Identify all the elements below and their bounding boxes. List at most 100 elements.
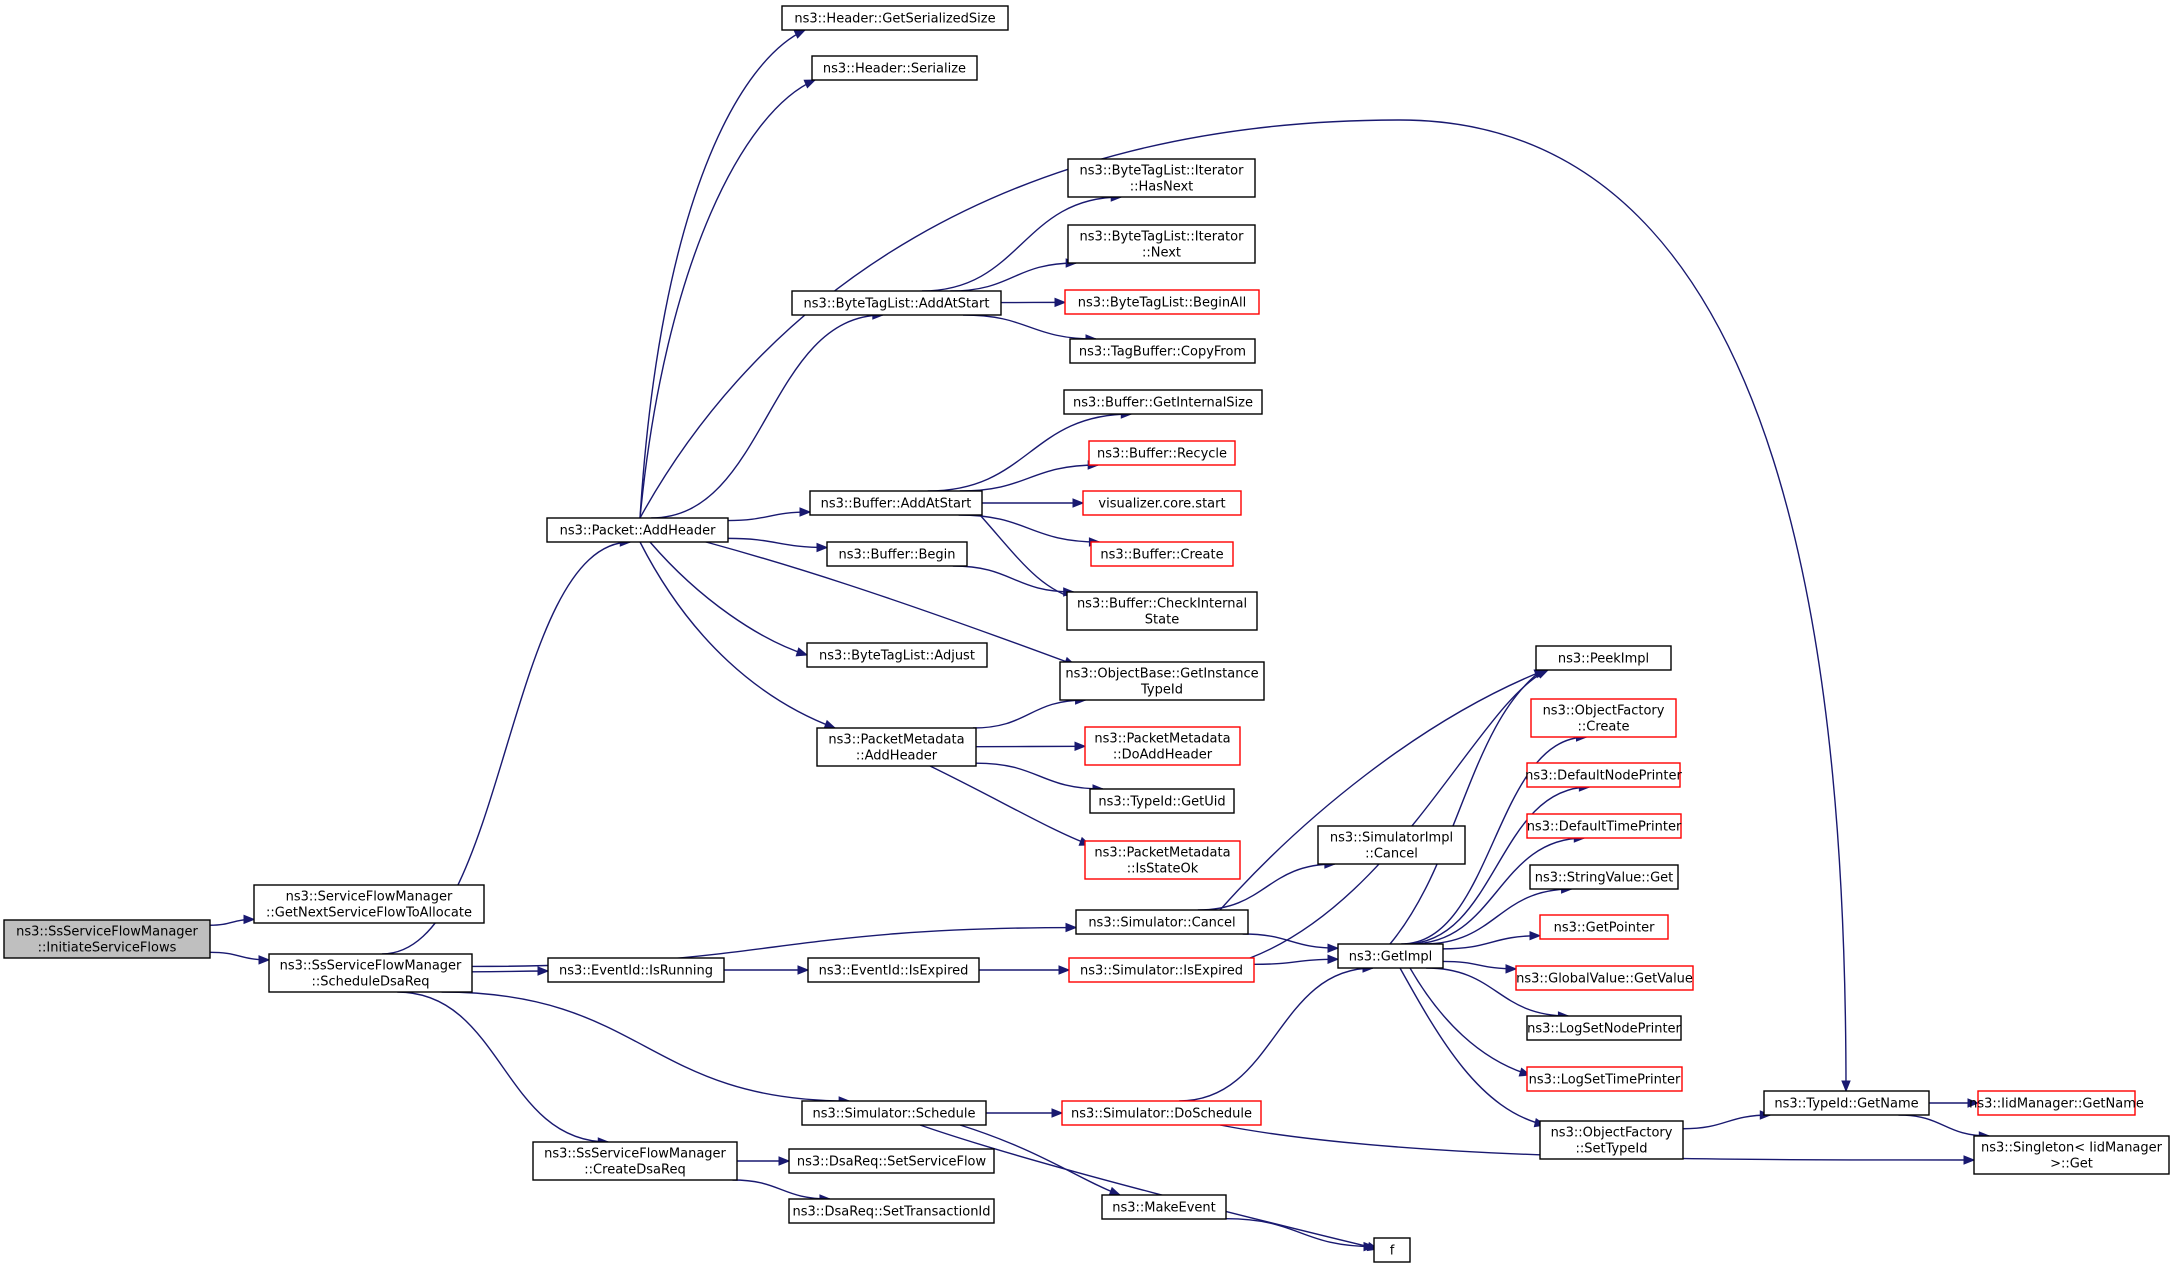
graph-node-n28[interactable]: ns3::SimulatorImpl::Cancel bbox=[1317, 825, 1466, 865]
edge-n47-n48 bbox=[737, 1156, 791, 1166]
graph-node-n12[interactable]: ns3::Buffer::GetInternalSize bbox=[1063, 389, 1263, 415]
graph-node-n1[interactable]: ns3::ServiceFlowManager::GetNextServiceF… bbox=[253, 884, 485, 924]
edge-n3-n11 bbox=[727, 507, 812, 522]
graph-node-n32[interactable]: ns3::DefaultNodePrinter bbox=[1525, 762, 1683, 788]
node-box bbox=[546, 517, 729, 543]
node-label: ns3::ByteTagList::Iterator bbox=[1080, 164, 1245, 179]
node-box bbox=[1526, 813, 1682, 839]
graph-node-n49[interactable]: ns3::DsaReq::SetTransactionId bbox=[788, 1198, 995, 1224]
node-box bbox=[1069, 338, 1256, 364]
node-box bbox=[1973, 1135, 2170, 1175]
node-label: ns3::GetImpl bbox=[1349, 950, 1433, 965]
edge-n20-n22 bbox=[975, 762, 1105, 794]
node-label: ns3::EventId::IsExpired bbox=[819, 964, 969, 979]
edge-line bbox=[639, 29, 806, 519]
node-box bbox=[1515, 965, 1694, 991]
edge-n0-n1 bbox=[209, 914, 256, 926]
arrow-head bbox=[816, 542, 829, 553]
graph-node-n38[interactable]: ns3::LogSetTimePrinter bbox=[1526, 1066, 1683, 1092]
graph-node-n7[interactable]: ns3::ByteTagList::Iterator::HasNext bbox=[1067, 158, 1256, 198]
graph-node-n15[interactable]: ns3::Buffer::Create bbox=[1090, 541, 1234, 567]
graph-node-n6[interactable]: ns3::ByteTagList::AddAtStart bbox=[791, 290, 1002, 316]
graph-node-n25[interactable]: ns3::IidManager::GetName bbox=[1969, 1090, 2144, 1116]
graph-node-n42[interactable]: ns3::Simulator::IsExpired bbox=[1068, 957, 1255, 983]
graph-node-n41[interactable]: ns3::EventId::IsExpired bbox=[807, 957, 980, 983]
edge-n43-n46 bbox=[919, 1124, 1380, 1252]
graph-node-n43[interactable]: ns3::Simulator::Schedule bbox=[801, 1100, 987, 1126]
graph-node-n9[interactable]: ns3::ByteTagList::BeginAll bbox=[1064, 289, 1260, 315]
node-label: ns3::Header::GetSerializedSize bbox=[794, 12, 995, 27]
graph-node-n13[interactable]: ns3::Buffer::Recycle bbox=[1088, 440, 1236, 466]
edge-line bbox=[1410, 837, 1585, 945]
node-box bbox=[1090, 541, 1234, 567]
graph-node-n48[interactable]: ns3::DsaReq::SetServiceFlow bbox=[788, 1148, 995, 1174]
graph-node-n34[interactable]: ns3::StringValue::Get bbox=[1529, 864, 1679, 890]
node-label: ns3::ByteTagList::BeginAll bbox=[1078, 296, 1246, 311]
graph-node-n27[interactable]: ns3::Simulator::Cancel bbox=[1075, 909, 1249, 935]
graph-node-n17[interactable]: ns3::Buffer::Begin bbox=[826, 541, 968, 567]
node-box bbox=[253, 884, 485, 924]
node-box bbox=[1061, 1100, 1262, 1126]
edge-line bbox=[659, 529, 1076, 666]
graph-node-n37[interactable]: ns3::LogSetNodePrinter bbox=[1526, 1015, 1682, 1041]
graph-node-n20[interactable]: ns3::PacketMetadata::AddHeader bbox=[816, 727, 977, 767]
graph-node-n29[interactable]: ns3::GetImpl bbox=[1337, 943, 1444, 969]
node-box bbox=[1075, 909, 1249, 935]
graph-node-n46[interactable]: f bbox=[1373, 1237, 1411, 1263]
graph-node-n18[interactable]: ns3::ByteTagList::Adjust bbox=[806, 642, 988, 668]
graph-node-n24[interactable]: ns3::TypeId::GetName bbox=[1763, 1090, 1930, 1116]
node-label: ns3::Buffer::Begin bbox=[838, 548, 955, 563]
node-label: ns3::Buffer::CheckInternal bbox=[1077, 597, 1247, 612]
graph-node-n26[interactable]: ns3::Singleton< IidManager>::Get bbox=[1973, 1135, 2170, 1175]
edge-line bbox=[727, 537, 828, 549]
edge-n39-n24 bbox=[1682, 1110, 1772, 1130]
edge-line bbox=[952, 565, 1074, 593]
graph-node-n35[interactable]: ns3::GetPointer bbox=[1539, 914, 1669, 940]
node-label: ns3::SsServiceFlowManager bbox=[16, 925, 198, 940]
edge-n6-n9 bbox=[1000, 297, 1067, 308]
graph-node-n47[interactable]: ns3::SsServiceFlowManager::CreateDsaReq bbox=[532, 1141, 738, 1181]
graph-node-n39[interactable]: ns3::ObjectFactory::SetTypeId bbox=[1539, 1120, 1684, 1160]
graph-node-n40[interactable]: ns3::EventId::IsRunning bbox=[547, 957, 725, 983]
node-label: ns3::SimulatorImpl bbox=[1330, 831, 1453, 846]
graph-node-n23[interactable]: ns3::PacketMetadata::IsStateOk bbox=[1084, 840, 1241, 880]
graph-node-n4[interactable]: ns3::Header::GetSerializedSize bbox=[781, 5, 1009, 31]
graph-node-n33[interactable]: ns3::DefaultTimePrinter bbox=[1526, 813, 1682, 839]
arrow-head bbox=[1505, 964, 1518, 974]
node-label: ns3::DsaReq::SetTransactionId bbox=[792, 1205, 990, 1220]
graph-node-n22[interactable]: ns3::TypeId::GetUid bbox=[1089, 788, 1235, 814]
edge-n29-n38 bbox=[1409, 967, 1532, 1077]
node-box bbox=[1084, 726, 1241, 766]
edge-line bbox=[929, 765, 1091, 846]
edge-line bbox=[649, 541, 808, 656]
node-label: ns3::Packet::AddHeader bbox=[560, 524, 716, 539]
graph-node-n3[interactable]: ns3::Packet::AddHeader bbox=[546, 517, 729, 543]
graph-node-n14[interactable]: visualizer.core.start bbox=[1082, 490, 1242, 516]
graph-node-n10[interactable]: ns3::TagBuffer::CopyFrom bbox=[1069, 338, 1256, 364]
edge-line bbox=[958, 514, 1100, 543]
node-label: ns3::ByteTagList::AddAtStart bbox=[804, 297, 990, 312]
node-label: ns3::LogSetNodePrinter bbox=[1527, 1022, 1681, 1037]
graph-node-n45[interactable]: ns3::MakeEvent bbox=[1101, 1194, 1227, 1220]
graph-node-n21[interactable]: ns3::PacketMetadata::DoAddHeader bbox=[1084, 726, 1241, 766]
graph-node-n44[interactable]: ns3::Simulator::DoSchedule bbox=[1061, 1100, 1262, 1126]
graph-node-n11[interactable]: ns3::Buffer::AddAtStart bbox=[809, 490, 983, 516]
edge-n42-n30 bbox=[1249, 669, 1550, 959]
node-label: ::Cancel bbox=[1365, 847, 1418, 862]
graph-node-n30[interactable]: ns3::PeekImpl bbox=[1535, 645, 1672, 671]
graph-node-n36[interactable]: ns3::GlobalValue::GetValue bbox=[1515, 965, 1694, 991]
node-label: ns3::Singleton< IidManager bbox=[1981, 1141, 2163, 1156]
graph-node-n2[interactable]: ns3::SsServiceFlowManager::ScheduleDsaRe… bbox=[268, 953, 473, 993]
arrow-head bbox=[1074, 741, 1087, 752]
graph-node-n5[interactable]: ns3::Header::Serialize bbox=[811, 55, 978, 81]
node-label: ns3::TagBuffer::CopyFrom bbox=[1079, 345, 1246, 360]
graph-node-n8[interactable]: ns3::ByteTagList::Iterator::Next bbox=[1067, 224, 1256, 264]
edge-n3-n6 bbox=[651, 310, 885, 519]
edge-line bbox=[1404, 786, 1590, 945]
node-label: ns3::SsServiceFlowManager bbox=[280, 959, 462, 974]
graph-node-n31[interactable]: ns3::ObjectFactory::Create bbox=[1530, 698, 1677, 738]
node-box bbox=[1101, 1194, 1227, 1220]
node-label: ::DoAddHeader bbox=[1113, 748, 1213, 763]
